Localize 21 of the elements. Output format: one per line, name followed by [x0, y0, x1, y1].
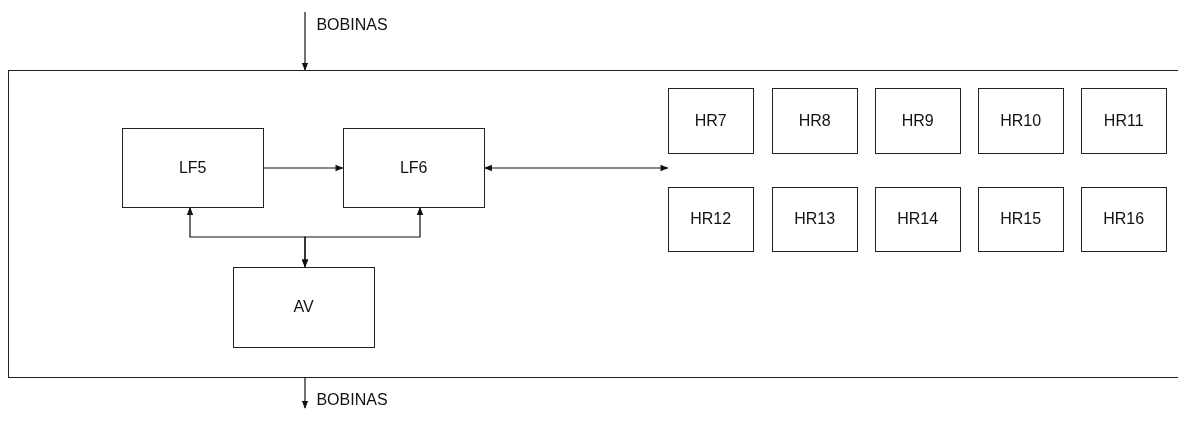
process-box: HR10 — [977, 87, 1064, 154]
process-box: HR8 — [771, 87, 858, 154]
arrow — [263, 164, 344, 172]
process-box: HR13 — [771, 186, 858, 252]
process-box: LF5 — [121, 127, 264, 208]
process-box: HR14 — [874, 186, 961, 252]
process-box: AV — [232, 266, 375, 348]
arrow — [301, 206, 424, 268]
process-box: HR9 — [874, 87, 961, 154]
arrow — [483, 164, 669, 172]
process-box: HR12 — [667, 186, 754, 252]
flow-label: BOBINAS — [316, 389, 388, 411]
process-box: HR15 — [977, 186, 1064, 252]
process-box: HR7 — [667, 87, 754, 154]
process-box: LF6 — [342, 127, 485, 208]
process-box: HR11 — [1080, 87, 1167, 154]
outer-frame — [8, 70, 1178, 378]
flow-label: BOBINAS — [316, 14, 388, 36]
process-box: HR16 — [1080, 186, 1167, 252]
arrow — [301, 377, 309, 409]
arrow — [301, 11, 309, 71]
